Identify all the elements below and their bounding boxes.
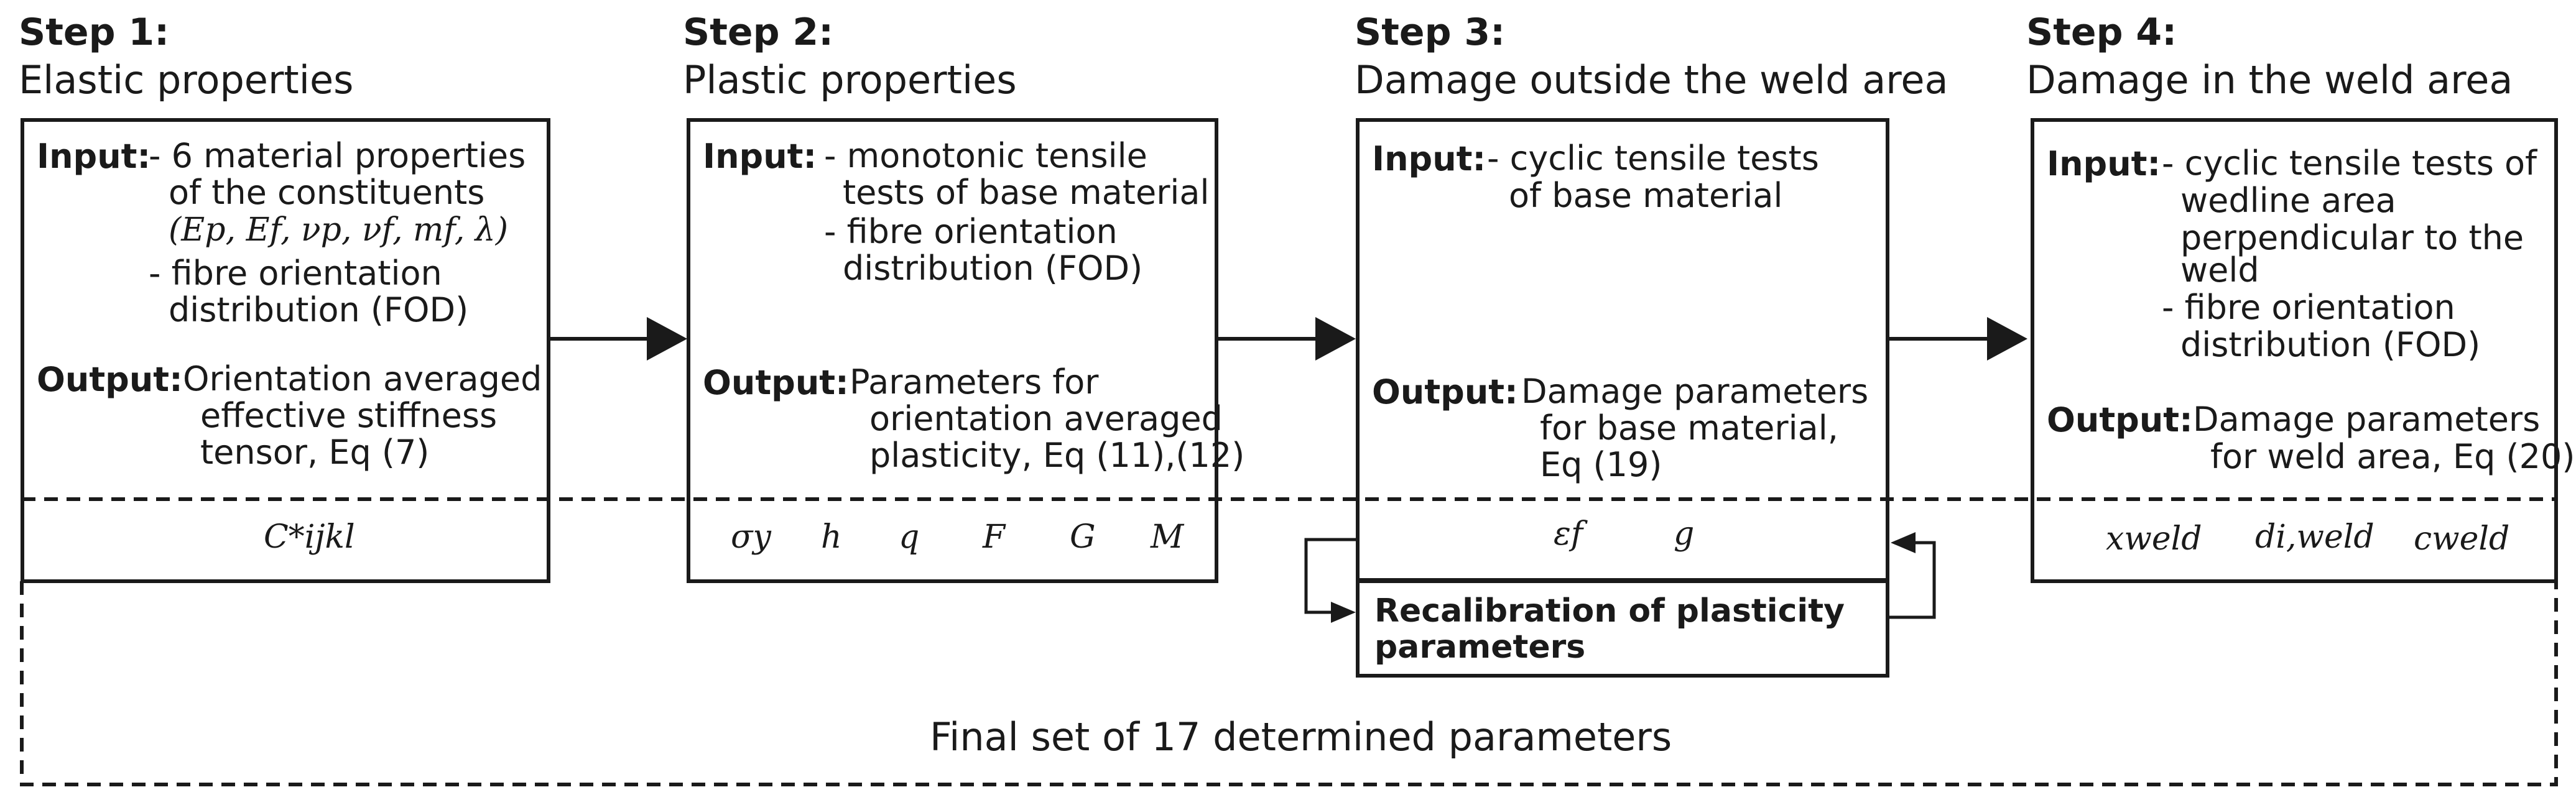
recalibration-loop-left	[1304, 538, 1358, 614]
step-2-param: F	[983, 518, 1006, 556]
step-3-output-line: for base material,	[1540, 408, 1838, 448]
step-3-output-line: Eq (19)	[1540, 445, 1662, 484]
step-3-subtitle: Damage outside the weld area	[1355, 57, 1948, 103]
step-4-output-label: Output:	[2047, 400, 2193, 439]
recalibration-line: parameters	[1374, 628, 1586, 666]
step-4-input-line: - cyclic tensile tests of	[2162, 144, 2537, 183]
step-4-input-line: perpendicular to the	[2180, 218, 2524, 257]
step-4-output-line: Damage parameters	[2193, 400, 2541, 439]
step-3-output-label: Output:	[1372, 372, 1518, 412]
step-1-subtitle: Elastic properties	[19, 57, 354, 103]
step-1-input-line: of the constituents	[169, 173, 485, 212]
step-2-input-line: - monotonic tensile	[824, 136, 1147, 175]
step-3-input-line: of base material	[1509, 176, 1783, 215]
step-3-title: Step 3:	[1355, 11, 1506, 54]
step-2-input-line: distribution (FOD)	[843, 249, 1143, 288]
step-1-param: C*ijkl	[264, 518, 355, 556]
step-2-param: σy	[731, 518, 771, 556]
step-4-box: Input: - cyclic tensile tests of wedline…	[2031, 118, 2575, 583]
step-4-subtitle: Damage in the weld area	[2026, 57, 2513, 103]
step-3-input-label: Input:	[1372, 139, 1486, 178]
step-2-input-label: Input:	[703, 137, 817, 176]
arrow-step1-to-step2-head	[647, 317, 687, 361]
step-4-input-line: weld	[2180, 251, 2259, 290]
step-4-input-line: - fibre orientation	[2162, 288, 2455, 327]
step-1-output-line: Orientation averaged	[183, 359, 542, 398]
final-set-frame	[20, 499, 2558, 786]
recalibration-box: Recalibration of plasticity parameters	[1356, 578, 1889, 678]
step-2-box: Input: - monotonic tensile tests of base…	[687, 118, 1244, 583]
arrow-step3-to-step4-head	[1987, 317, 2027, 361]
step-4-param: di,weld	[2255, 518, 2374, 556]
step-3-param: g	[1674, 515, 1695, 553]
step-1-input-line: - fibre orientation	[149, 254, 442, 293]
step-2-param: h	[821, 518, 842, 556]
step-3-param: εf	[1554, 515, 1583, 553]
step-1-box: Input: - 6 material properties of the co…	[21, 118, 550, 583]
step-1-input-line: - 6 material properties	[149, 136, 526, 175]
step-1-output-line: tensor, Eq (7)	[200, 433, 430, 472]
step-2-param: G	[1070, 518, 1096, 556]
step-2-output-line: plasticity, Eq (11),(12)	[869, 436, 1245, 475]
step-2-output-line: orientation averaged	[869, 399, 1223, 438]
step-1-input-label: Input:	[37, 137, 151, 176]
step-1-title: Step 1:	[19, 11, 170, 54]
step-2-output-line: Parameters for	[850, 362, 1099, 402]
step-2-subtitle: Plastic properties	[683, 57, 1017, 103]
step-4-input-line: distribution (FOD)	[2180, 325, 2481, 364]
step-3-output-line: Damage parameters	[1521, 372, 1869, 411]
step-1-material-symbols: (Ep, Ef, νp, νf, mf, λ)	[169, 214, 508, 246]
step-1-material-symbols-text: (Ep, Ef, νp, νf, mf, λ)	[169, 211, 509, 249]
step-1-input-line: distribution (FOD)	[169, 290, 469, 329]
step-4-param: xweld	[2106, 520, 2202, 558]
recalibration-loop-right-head	[1891, 532, 1916, 553]
recalibration-loop-right	[1888, 541, 1936, 619]
step-2-title: Step 2:	[683, 11, 834, 54]
arrow-step2-to-step3-head	[1315, 317, 1356, 361]
step-3-box: Input: - cyclic tensile tests of base ma…	[1356, 118, 1889, 583]
step-4-input-label: Input:	[2047, 144, 2161, 183]
step-4-param: cweld	[2414, 520, 2510, 558]
step-4-input-line: wedline area	[2180, 181, 2396, 220]
recalibration-loop-left-head	[1331, 602, 1356, 623]
recalibration-line: Recalibration of plasticity	[1374, 592, 1845, 630]
step-1-output-line: effective stiffness	[200, 396, 498, 435]
step-2-input-line: - fibre orientation	[824, 212, 1118, 251]
step-2-param: M	[1151, 518, 1184, 556]
step-2-output-label: Output:	[703, 363, 849, 402]
step-4-title: Step 4:	[2026, 11, 2177, 54]
final-set-label: Final set of 17 determined parameters	[930, 714, 1672, 760]
step-4-output-line: for weld area, Eq (20)	[2210, 437, 2575, 476]
step-3-input-line: - cyclic tensile tests	[1487, 139, 1819, 178]
step-2-input-line: tests of base material	[843, 173, 1210, 212]
step-2-param: q	[899, 518, 920, 556]
step-1-output-label: Output:	[37, 360, 183, 399]
